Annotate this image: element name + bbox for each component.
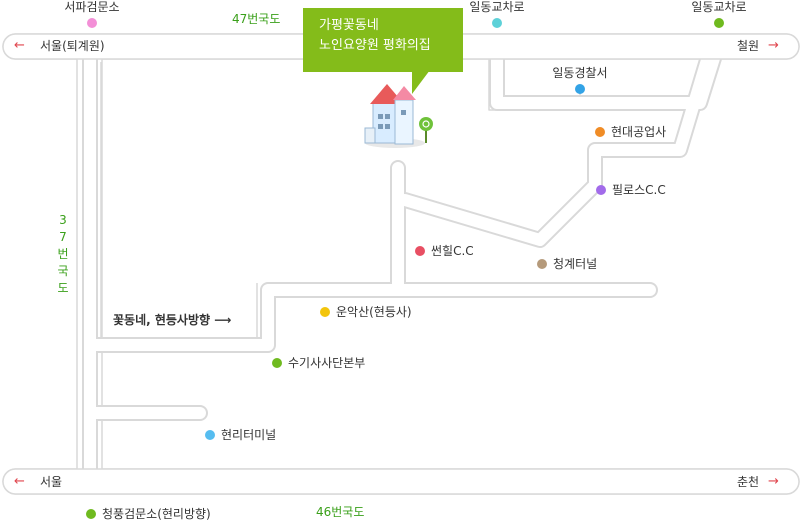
poi-dot — [415, 246, 425, 256]
destination-callout: 가평꽃동네 노인요양원 평화의집 — [303, 8, 463, 72]
bottom-left-destination: 서울 — [40, 475, 63, 489]
direction-note: 꽃동네, 현등사방향 ⟶ — [113, 313, 232, 327]
poi-unaksan: 운악산(현등사) — [320, 305, 412, 319]
road-inner-left — [100, 62, 258, 339]
callout-pointer — [412, 70, 430, 94]
arrow-right-top: → — [768, 38, 779, 53]
arrow-left-top: ← — [14, 38, 25, 53]
arrow-right-bottom: → — [768, 474, 779, 489]
top-right-destination: 철원 — [737, 39, 760, 53]
poi-sunhill-cc: 썬힐C.C — [415, 244, 474, 258]
poi-dot — [575, 84, 585, 94]
poi-dot — [320, 307, 330, 317]
arrow-left-bottom: ← — [14, 474, 25, 489]
poi-seopa-checkpoint: 서파검문소 — [62, 0, 122, 28]
building-icon — [364, 84, 433, 148]
poi-ildong-intersection-1: 일동교차로 — [466, 0, 528, 28]
poi-dot — [492, 18, 502, 28]
poi-ildong-police: 일동경찰서 — [550, 66, 610, 94]
poi-hyeonri-terminal: 현리터미널 — [205, 428, 276, 442]
poi-philos-cc: 필로스C.C — [596, 183, 666, 197]
poi-cheonggye-tunnel: 청계터널 — [537, 257, 597, 271]
poi-dot — [596, 185, 606, 195]
poi-dot — [272, 358, 282, 368]
bottom-right-destination: 춘천 — [737, 475, 760, 489]
poi-dot — [714, 18, 724, 28]
poi-cheongpung-checkpoint: 청풍검문소(현리방향) — [86, 507, 211, 521]
route46-label: 46번국도 — [316, 505, 365, 519]
poi-dot — [87, 18, 97, 28]
route37-label: 3 7 번 국 도 — [57, 213, 69, 295]
poi-hyundai-garage: 현대공업사 — [595, 125, 666, 139]
poi-dot — [86, 509, 96, 519]
route47-label: 47번국도 — [232, 12, 281, 26]
poi-dot — [537, 259, 547, 269]
poi-ildong-intersection-2: 일동교차로 — [688, 0, 750, 28]
poi-dot — [205, 430, 215, 440]
poi-division-hq: 수기사사단본부 — [272, 356, 365, 370]
callout-line2: 노인요양원 평화의집 — [319, 38, 431, 53]
poi-dot — [595, 127, 605, 137]
top-left-destination: 서울(퇴계원) — [40, 39, 105, 53]
callout-line1: 가평꽃동네 — [319, 18, 379, 33]
